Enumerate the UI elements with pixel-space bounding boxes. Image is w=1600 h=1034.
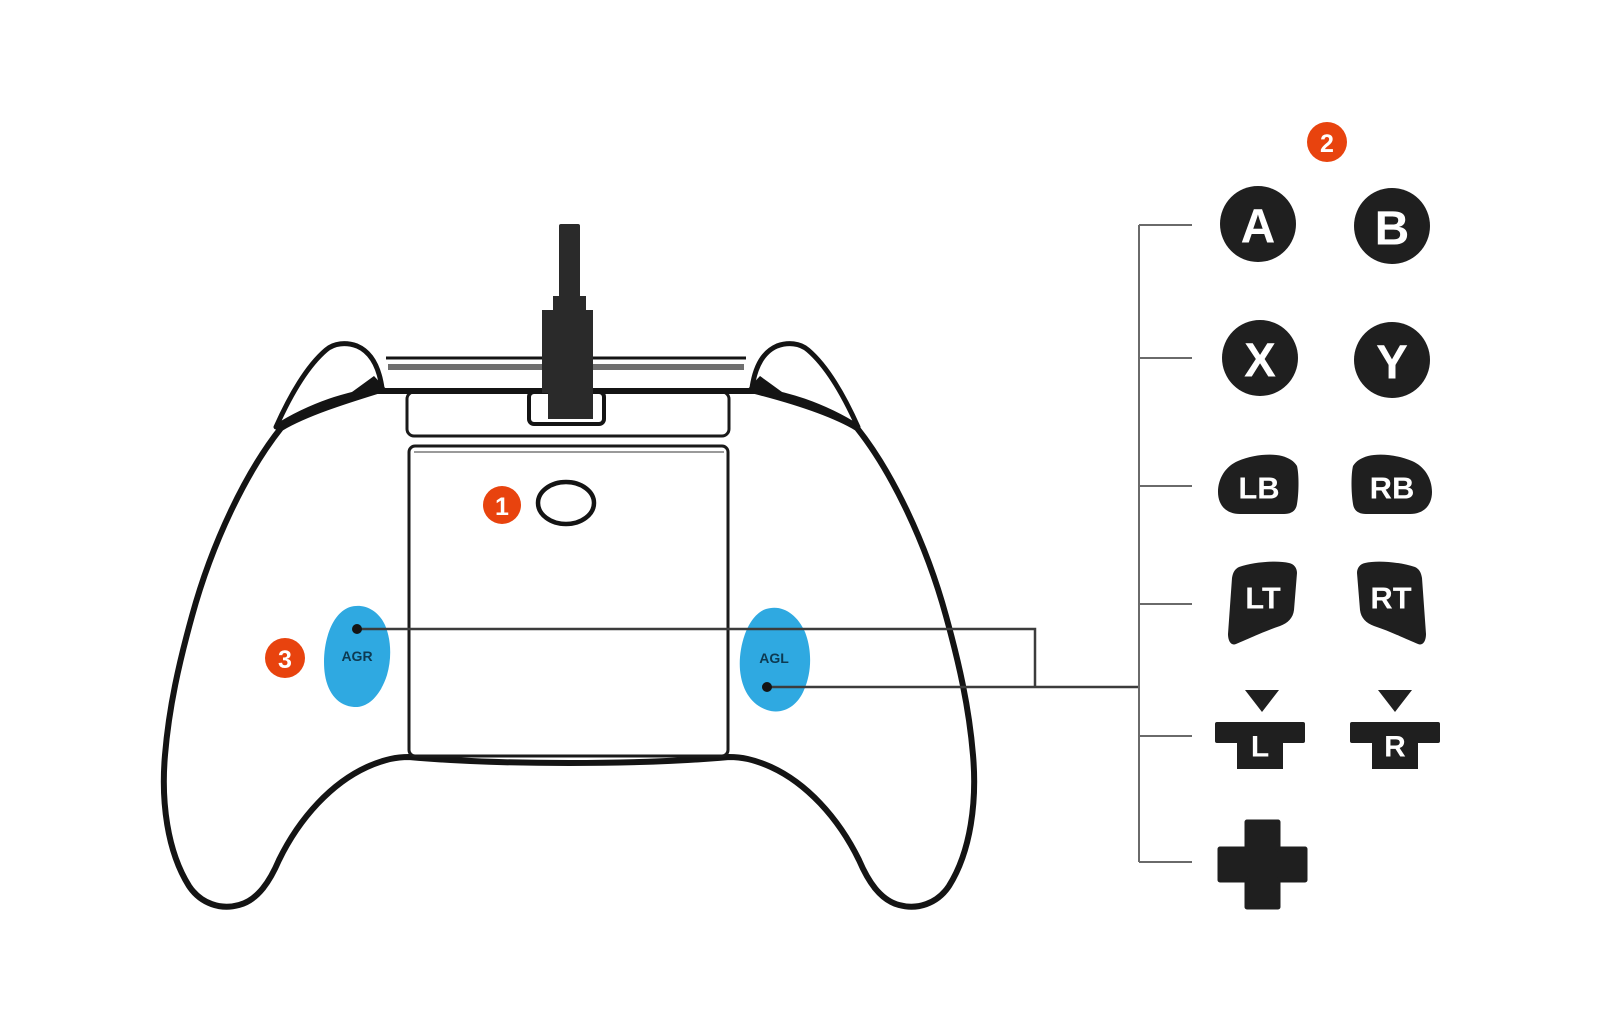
button-b-label: B — [1375, 203, 1410, 256]
left-wing-notch — [352, 376, 389, 392]
usb-plug-icon — [542, 310, 593, 393]
left-bumper-wing — [273, 341, 385, 430]
callout-3-badge — [265, 638, 305, 678]
button-rt — [1357, 561, 1426, 645]
legend-connector-tree — [1138, 224, 1192, 863]
button-x-label: X — [1244, 335, 1276, 388]
right-stick-bar — [1350, 722, 1440, 743]
button-lt-label: LT — [1245, 581, 1281, 616]
down-arrow-icon — [1378, 690, 1412, 712]
paddles-group: AGR AGL — [324, 605, 811, 712]
left-stick-stem — [1237, 740, 1283, 769]
callout-2-badge — [1307, 122, 1347, 162]
back-battery-panel — [407, 444, 730, 758]
cable-plug-group — [527, 224, 606, 426]
usb-plug-tip — [548, 390, 593, 419]
button-y-label: Y — [1376, 337, 1408, 390]
callout-1-number: 1 — [495, 493, 509, 521]
button-rb — [1351, 454, 1432, 514]
right-paddle-label: AGL — [759, 650, 789, 666]
left-paddle-dot — [352, 624, 362, 634]
cable-strain-relief — [553, 296, 586, 313]
legend-buttons-group: A B X Y LB RB LT RT L R — [1215, 186, 1440, 910]
button-lb — [1218, 454, 1299, 514]
button-b — [1354, 188, 1430, 264]
callout-1-badge — [483, 486, 521, 524]
down-arrow-icon — [1245, 690, 1279, 712]
button-r-label: R — [1384, 731, 1406, 764]
left-stick-bar — [1215, 722, 1305, 743]
button-lt — [1228, 561, 1297, 645]
button-l-label: L — [1251, 731, 1269, 764]
callout-3-number: 3 — [278, 646, 292, 674]
callout-badges-group: 1 2 3 — [265, 122, 1347, 678]
left-paddle-label: AGR — [341, 648, 372, 664]
button-x — [1222, 320, 1298, 396]
right-paddle-dot — [762, 682, 772, 692]
dpad-icon — [1217, 819, 1308, 910]
left-stick-press-icon: L — [1215, 690, 1305, 769]
right-bumper-wing — [749, 341, 861, 430]
button-rb-label: RB — [1370, 471, 1415, 506]
button-lb-label: LB — [1238, 471, 1279, 506]
button-a — [1220, 186, 1296, 262]
left-paddle-connector-line — [357, 627, 1037, 687]
right-paddle — [739, 607, 811, 712]
controller-body-group — [160, 224, 978, 910]
callout-2-number: 2 — [1320, 130, 1334, 158]
right-stick-stem — [1372, 740, 1418, 769]
button-a-label: A — [1241, 201, 1276, 254]
left-paddle — [324, 605, 391, 708]
right-stick-press-icon: R — [1350, 690, 1440, 769]
button-rt-label: RT — [1370, 581, 1411, 616]
cable-wire — [559, 224, 580, 302]
back-shell-button — [535, 479, 597, 527]
right-wing-notch — [745, 376, 782, 392]
paddle-connector-lines — [357, 627, 1139, 689]
button-y — [1354, 322, 1430, 398]
